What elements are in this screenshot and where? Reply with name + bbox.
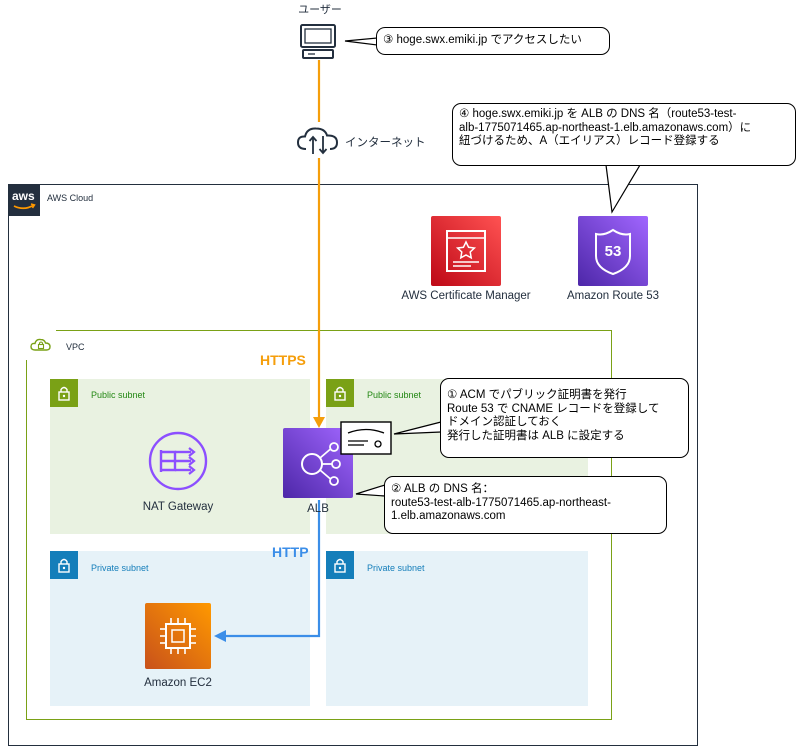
public-subnet-right-label: Public subnet bbox=[367, 390, 422, 400]
callout-2-line-3: 1.elb.amazonaws.com bbox=[391, 510, 506, 522]
private-subnet-lock-icon bbox=[50, 551, 78, 579]
user-label: ユーザー bbox=[298, 4, 342, 16]
route53-icon: 53 bbox=[578, 216, 648, 286]
private-subnet-lock-icon bbox=[326, 551, 354, 579]
public-subnet-left bbox=[50, 379, 310, 534]
callout-2: ② ALB の DNS 名： route53-test-alb-17750714… bbox=[384, 476, 667, 534]
callout-2-line-2: route53-test-alb-1775071465.ap-northeast… bbox=[391, 496, 611, 509]
private-subnet-right-label: Private subnet bbox=[367, 563, 425, 573]
http-label: HTTP bbox=[272, 544, 309, 560]
callout-2-line-1: ② ALB の DNS 名： bbox=[391, 483, 494, 495]
nat-gateway-label: NAT Gateway bbox=[142, 501, 214, 513]
vpc-label: VPC bbox=[66, 342, 85, 352]
callout-1: ① ACM でパブリック証明書を発行 Route 53 で CNAME レコード… bbox=[440, 378, 689, 458]
callout-3-text: ③ hoge.swx.emiki.jp でアクセスしたい bbox=[383, 34, 582, 46]
callout-4-line-2: alb-1775071465.ap-northeast-1.elb.amazon… bbox=[459, 121, 752, 134]
public-subnet-lock-icon bbox=[326, 379, 354, 407]
route53-badge-text: 53 bbox=[604, 243, 622, 260]
callout-4: ④ hoge.swx.emiki.jp を ALB の DNS 名（route5… bbox=[452, 103, 796, 166]
aws-cloud-label: AWS Cloud bbox=[47, 193, 94, 203]
callout-4-line-1: ④ hoge.swx.emiki.jp を ALB の DNS 名（route5… bbox=[459, 108, 737, 120]
private-subnet-right bbox=[326, 551, 588, 706]
callout-4-line-3: 紐づけるため、A（エイリアス）レコード登録する bbox=[459, 135, 720, 147]
certificate-icon bbox=[340, 421, 392, 455]
internet-cloud-icon bbox=[294, 122, 342, 158]
route53-label: Amazon Route 53 bbox=[566, 290, 660, 302]
ec2-icon bbox=[145, 603, 211, 669]
nat-gateway-icon bbox=[145, 428, 211, 494]
acm-label: AWS Certificate Manager bbox=[401, 290, 531, 302]
callout-1-line-1: ① ACM でパブリック証明書を発行 bbox=[447, 389, 627, 401]
callout-1-line-2: Route 53 で CNAME レコードを登録して bbox=[447, 402, 660, 415]
public-subnet-lock-icon bbox=[50, 379, 78, 407]
callout-1-line-4: 発行した証明書は ALB に設定する bbox=[447, 429, 625, 442]
http-arrow-line bbox=[225, 500, 321, 638]
acm-icon bbox=[431, 216, 501, 286]
callout-1-line-3: ドメイン認証しておく bbox=[447, 416, 562, 428]
alb-icon bbox=[283, 428, 353, 498]
http-arrow-head bbox=[214, 630, 226, 642]
public-subnet-left-label: Public subnet bbox=[91, 390, 146, 400]
private-subnet-left-label: Private subnet bbox=[91, 563, 149, 573]
callout-3: ③ hoge.swx.emiki.jp でアクセスしたい bbox=[376, 27, 610, 55]
internet-label: インターネット bbox=[345, 137, 426, 149]
aws-logo-text: aws bbox=[12, 189, 35, 203]
https-arrow-head bbox=[313, 417, 325, 428]
vpc-cloud-icon bbox=[26, 330, 56, 360]
https-label: HTTPS bbox=[260, 352, 306, 368]
ec2-label: Amazon EC2 bbox=[144, 677, 212, 689]
alb-label: ALB bbox=[307, 503, 329, 515]
aws-logo-icon: aws bbox=[8, 184, 40, 216]
computer-icon bbox=[299, 21, 339, 61]
aws-cloud-group bbox=[8, 184, 698, 746]
